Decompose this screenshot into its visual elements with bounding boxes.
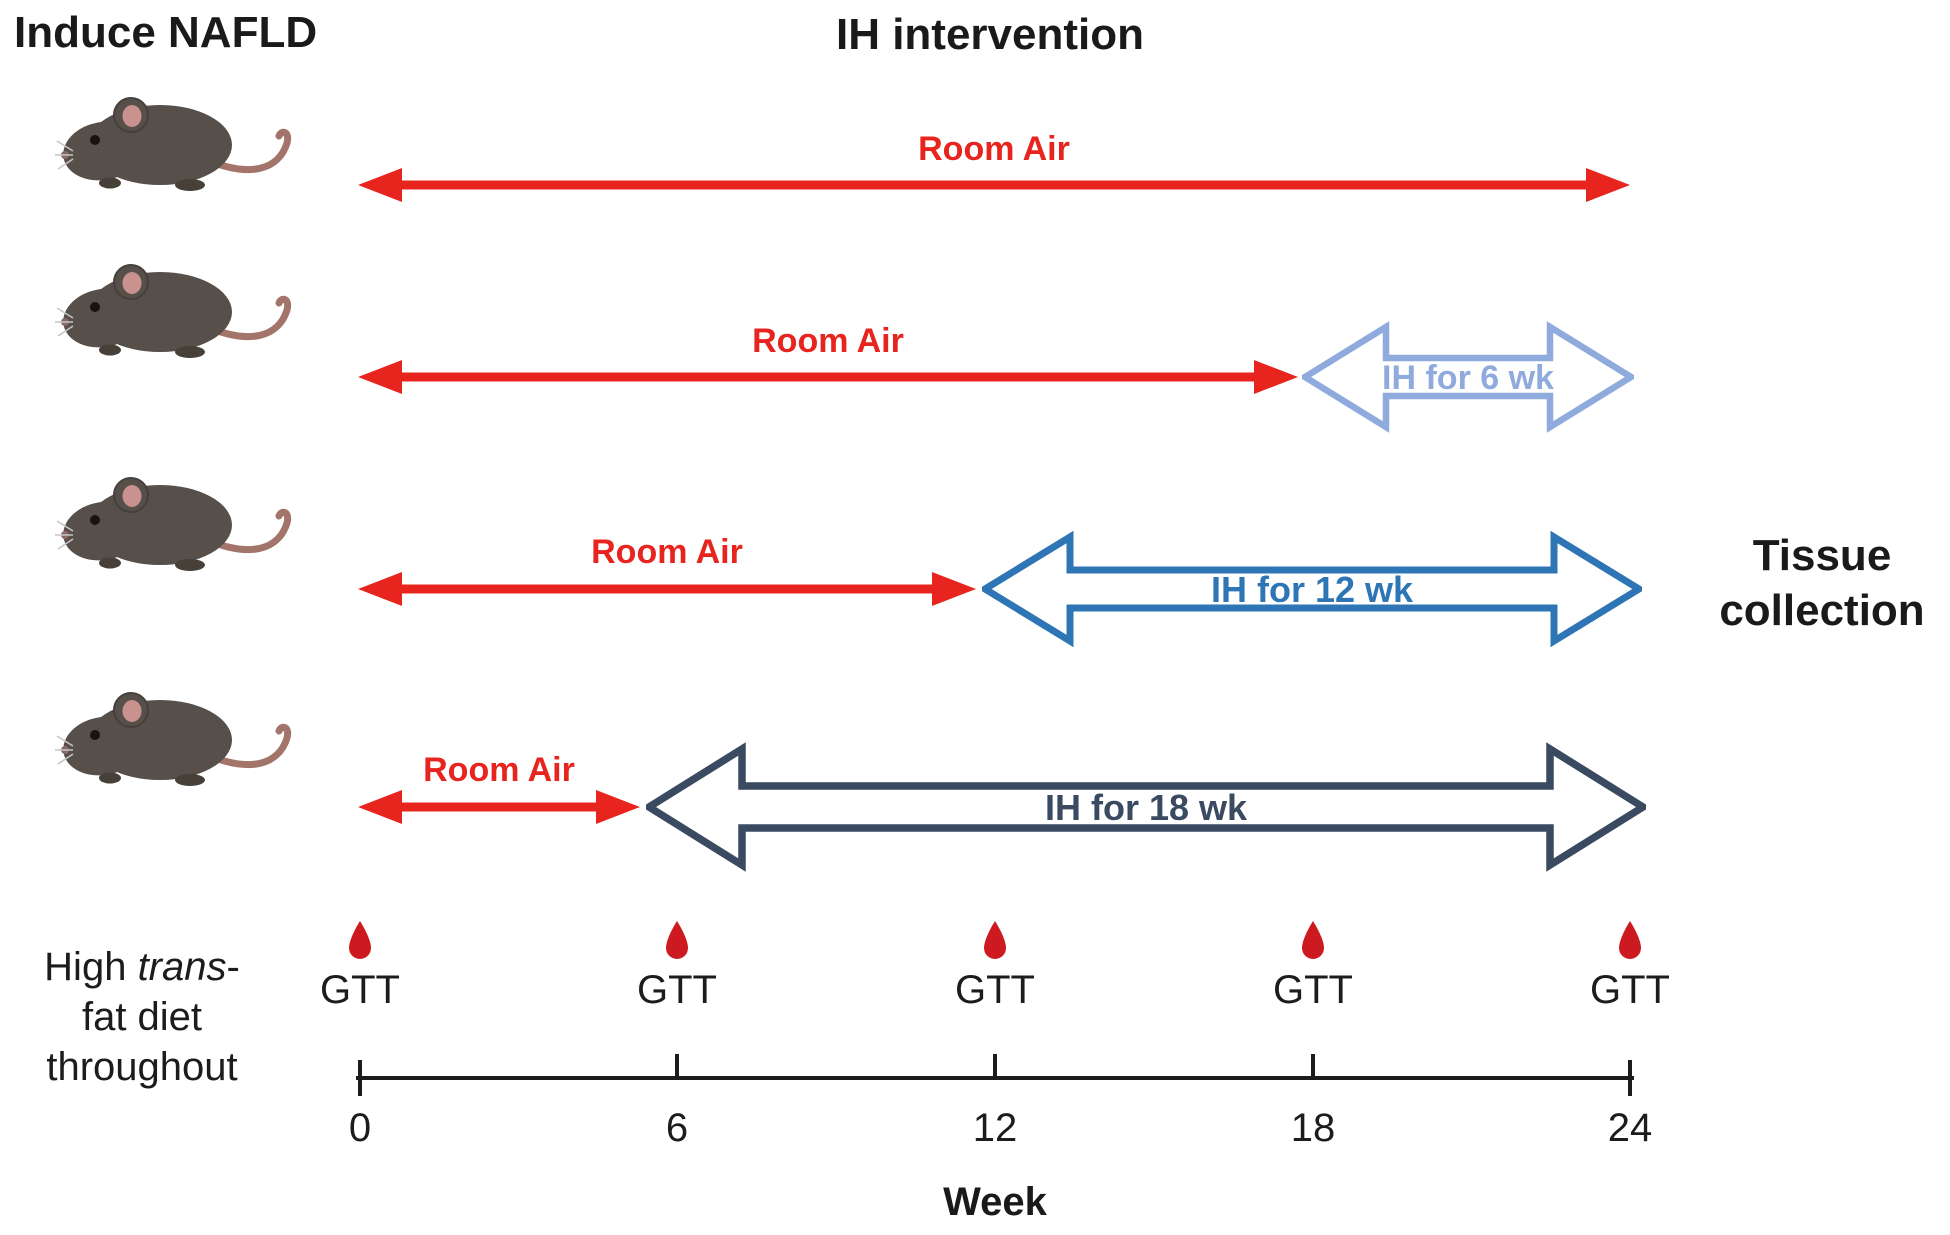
ih-6wk-arrow-label: IH for 6 wk <box>1382 359 1554 397</box>
week-axis-title: Week <box>943 1180 1047 1224</box>
week-tick-label-0: 0 <box>348 1106 372 1150</box>
heading-induce-nafld: Induce NAFLD <box>14 8 318 57</box>
diet-note-line3: throughout <box>46 1045 238 1089</box>
diet-note-line1: High trans- <box>44 945 240 989</box>
ih-12wk-arrow-label: IH for 12 wk <box>1211 569 1414 610</box>
blood-drop-icon <box>1616 920 1644 962</box>
diet-note-line2: fat diet <box>81 995 203 1039</box>
diet-note-italic-trans: trans <box>137 945 227 989</box>
diet-note: High trans- fat diet throughout <box>44 942 240 1092</box>
room-air-arrow-row4 <box>356 787 642 827</box>
axis-tick-week24 <box>1628 1060 1632 1096</box>
gtt-label-week6: GTT <box>637 968 717 1012</box>
week-tick-label-6: 6 <box>665 1106 689 1150</box>
axis-tick-week6 <box>675 1054 679 1080</box>
ih-12wk-arrow: IH for 12 wk <box>982 531 1642 647</box>
room-air-label-row3: Room Air <box>591 533 743 571</box>
mouse-icon <box>55 465 295 577</box>
tissue-collection-line1: Tissue <box>1752 531 1892 580</box>
room-air-arrow-row1 <box>356 165 1632 205</box>
room-air-arrow-row3 <box>356 569 978 609</box>
blood-drop-icon <box>1299 920 1327 962</box>
week-tick-label-12: 12 <box>972 1106 1018 1150</box>
blood-drop-icon <box>981 920 1009 962</box>
room-air-label-row4: Room Air <box>423 751 575 789</box>
week-tick-label-18: 18 <box>1290 1106 1336 1150</box>
room-air-label-row1: Room Air <box>918 130 1070 168</box>
mouse-icon <box>55 85 295 197</box>
ih-18wk-arrow-label: IH for 18 wk <box>1045 787 1248 828</box>
mouse-icon <box>55 252 295 364</box>
room-air-arrow-row2 <box>356 357 1300 397</box>
ih-18wk-arrow: IH for 18 wk <box>646 741 1646 873</box>
ih-6wk-arrow: IH for 6 wk <box>1302 321 1634 433</box>
week-tick-label-24: 24 <box>1607 1106 1653 1150</box>
blood-drop-icon <box>663 920 691 962</box>
room-air-label-row2: Room Air <box>752 322 904 360</box>
tissue-collection-line2: collection <box>1719 586 1925 635</box>
blood-drop-icon <box>346 920 374 962</box>
mouse-icon <box>55 680 295 792</box>
gtt-label-week18: GTT <box>1273 968 1353 1012</box>
axis-tick-week0 <box>358 1060 362 1096</box>
gtt-label-week12: GTT <box>955 968 1035 1012</box>
gtt-label-week0: GTT <box>320 968 400 1012</box>
heading-ih-intervention: IH intervention <box>835 10 1145 59</box>
axis-tick-week18 <box>1311 1054 1315 1080</box>
gtt-label-week24: GTT <box>1590 968 1670 1012</box>
tissue-collection-label: Tissue collection <box>1719 528 1924 638</box>
axis-tick-week12 <box>993 1054 997 1080</box>
